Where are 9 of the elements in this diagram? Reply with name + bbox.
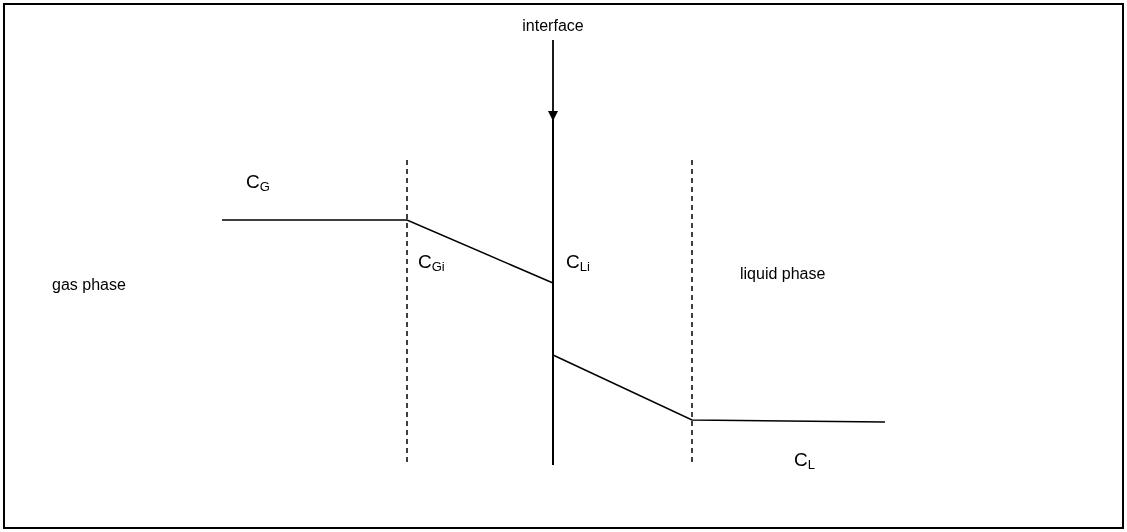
region-label: gas phase xyxy=(52,275,126,295)
interface-line xyxy=(552,120,554,465)
region-label: C$_{G}$ xyxy=(246,170,270,197)
region-label: C$_{Li}$ xyxy=(566,250,590,277)
region-label: C$_{Gi}$ xyxy=(418,250,445,277)
region-label: C$_{L}$ xyxy=(794,448,815,475)
arrow xyxy=(548,39,558,121)
region-label: liquid phase xyxy=(740,264,826,284)
interface-label: interface xyxy=(513,14,593,38)
